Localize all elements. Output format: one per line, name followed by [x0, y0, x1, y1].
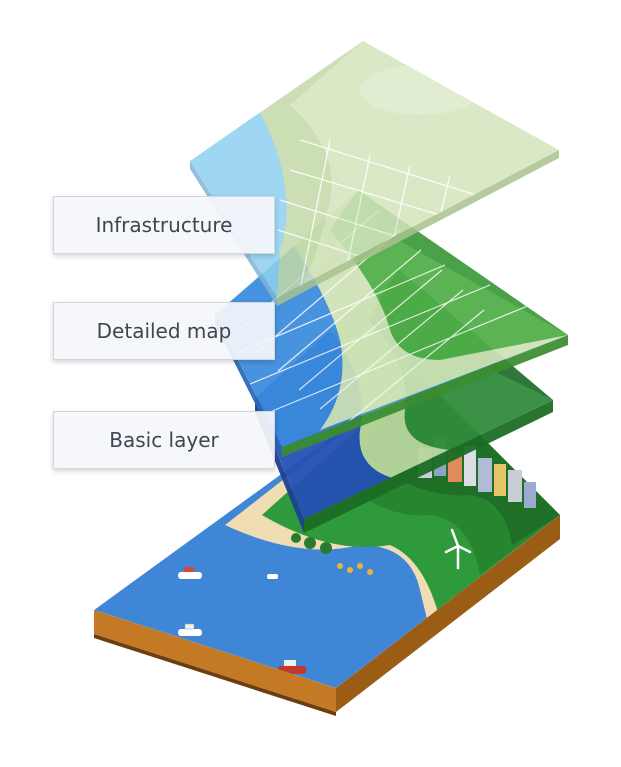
basic-layer-label: Basic layer [53, 411, 275, 469]
wind-turbine-icon [444, 528, 472, 570]
terrain-front-face [94, 610, 336, 712]
detailed-map-label: Detailed map [53, 302, 275, 360]
infrastructure-plane [190, 41, 559, 306]
ship-icon [178, 567, 202, 579]
infrastructure-label: Infrastructure [53, 196, 275, 254]
boat-icon [267, 574, 278, 579]
ship-icon [178, 623, 202, 636]
palm-tree-icon [291, 533, 332, 554]
terrain-right-face [336, 515, 560, 712]
beach-umbrellas [337, 563, 373, 575]
